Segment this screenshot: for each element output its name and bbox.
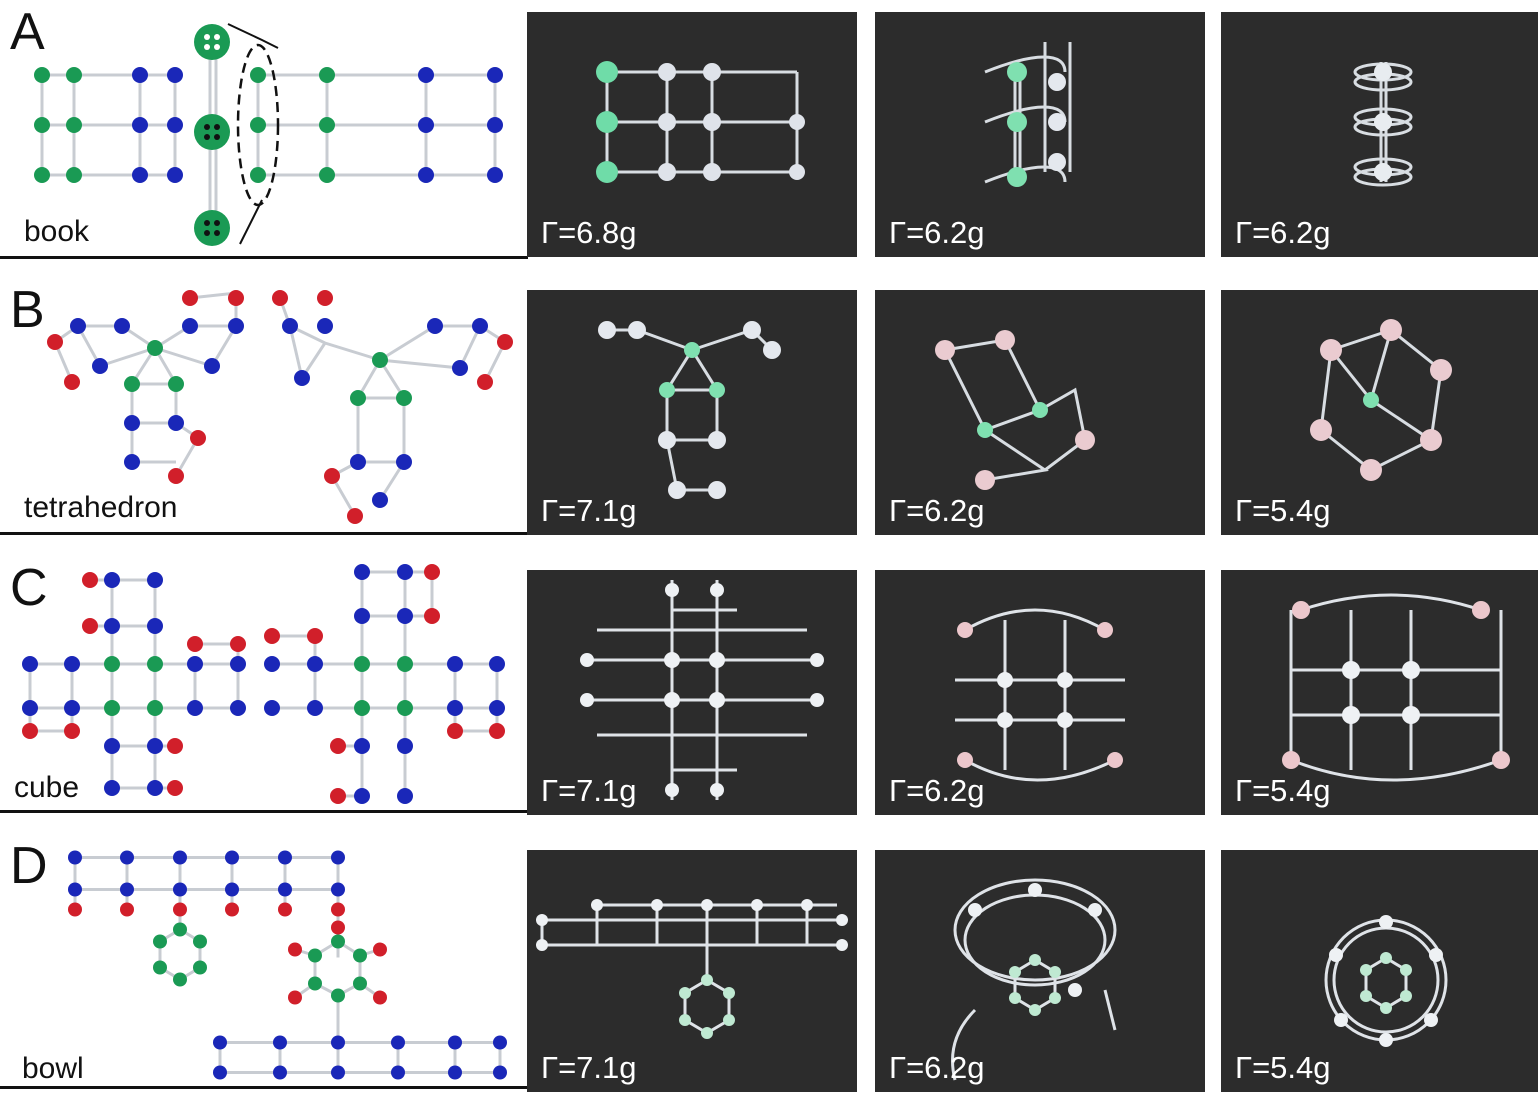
gamma-label: Γ=6.2g (889, 1050, 985, 1085)
shape-name: tetrahedron (24, 491, 178, 524)
book-diagram (34, 23, 503, 246)
photo-panel: Γ=6.8g (527, 12, 857, 257)
row-letter: A (10, 3, 45, 61)
gamma-label: Γ=7.1g (541, 1050, 637, 1085)
gamma-label: Γ=7.1g (541, 493, 637, 528)
gamma-label: Γ=6.2g (889, 493, 985, 528)
divider (0, 810, 528, 813)
shape-name: book (24, 215, 90, 248)
cube-diagram (22, 564, 505, 804)
photo-panel: Γ=7.1g (527, 290, 857, 535)
gamma-label: Γ=5.4g (1235, 1050, 1331, 1085)
row-letter: C (10, 559, 48, 617)
photo-panel: Γ=7.1g (527, 850, 857, 1092)
photo-panel: Γ=5.4g (1221, 570, 1538, 815)
row-d: D bowl Γ=7.1g Γ=6.2g (0, 834, 1538, 1092)
row-c: C cube Γ=7.1g Γ=6.2g Γ=5.4g (0, 556, 1538, 821)
photo-panel: Γ=6.2g (875, 12, 1205, 257)
photo-panel: Γ=6.2g (875, 850, 1205, 1092)
divider (0, 1086, 528, 1089)
row-b: B tetrahedron Γ=7.1g Γ=6.2g Γ (0, 278, 1538, 543)
gamma-label: Γ=6.8g (541, 215, 637, 250)
gamma-label: Γ=5.4g (1235, 773, 1331, 808)
photo-panel: Γ=5.4g (1221, 850, 1538, 1092)
gamma-label: Γ=5.4g (1235, 493, 1331, 528)
row-a: A book (0, 0, 1538, 265)
row-letter: D (10, 837, 48, 895)
row-letter: B (10, 281, 45, 339)
photo-panel: Γ=5.4g (1221, 290, 1538, 535)
divider (0, 256, 528, 259)
gamma-label: Γ=6.2g (889, 773, 985, 808)
shape-name: cube (14, 771, 80, 804)
divider (0, 532, 528, 535)
tetrahedron-diagram (47, 290, 513, 524)
shape-name: bowl (22, 1052, 84, 1085)
photo-panel: Γ=6.2g (875, 290, 1205, 535)
gamma-label: Γ=7.1g (541, 773, 637, 808)
bowl-diagram (68, 850, 507, 1080)
gamma-label: Γ=6.2g (889, 215, 985, 250)
photo-panel: Γ=6.2g (1221, 12, 1538, 257)
photo-panel: Γ=7.1g (527, 570, 857, 815)
gamma-label: Γ=6.2g (1235, 215, 1331, 250)
photo-panel: Γ=6.2g (875, 570, 1205, 815)
